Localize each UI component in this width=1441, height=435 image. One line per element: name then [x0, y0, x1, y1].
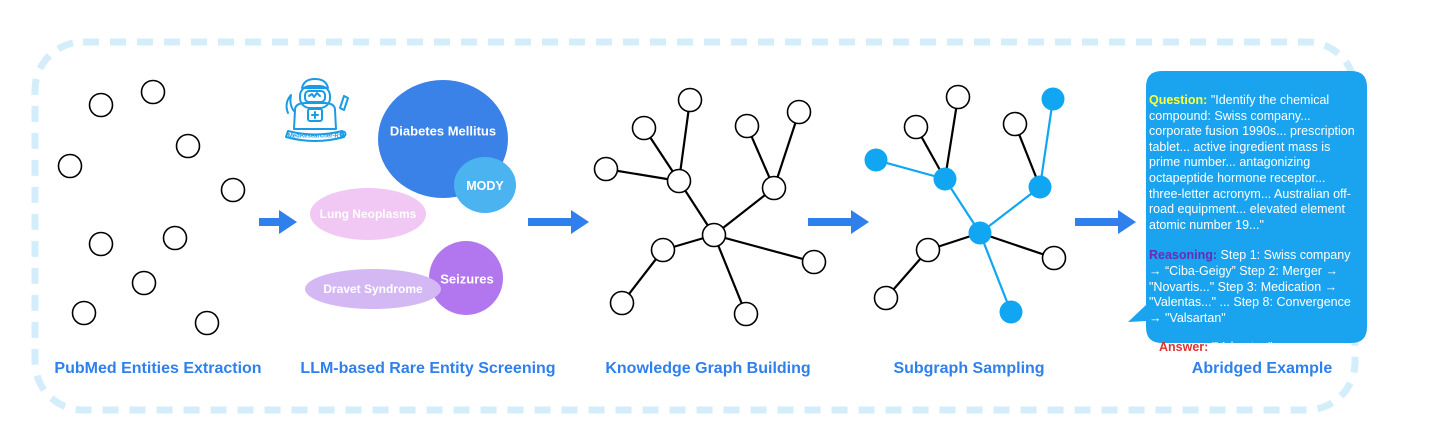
question-block: Question: "Identify the chemical compoun…	[1149, 93, 1359, 233]
graph-node	[801, 249, 827, 275]
entity-node	[175, 133, 201, 159]
entity-node	[88, 92, 114, 118]
arrow-icon	[1075, 210, 1136, 234]
subgraph-node	[903, 114, 929, 140]
answer-block: Answer: "Valsartan"	[1149, 340, 1359, 356]
arrow-icon	[259, 210, 297, 234]
sampled-node	[968, 221, 992, 245]
entity-node	[162, 225, 188, 251]
subgraph-node	[1041, 245, 1067, 271]
stage-label-screening: LLM-based Rare Entity Screening	[300, 360, 556, 377]
graph-node	[650, 237, 676, 263]
answer-text: "Valsartan"	[1208, 340, 1273, 355]
graph-node	[593, 156, 619, 182]
question-label: Question:	[1149, 93, 1208, 107]
subgraph-node	[945, 84, 971, 110]
question-text: "Identify the chemical compound: Swiss c…	[1149, 93, 1355, 232]
mody-label: MODY	[466, 179, 504, 193]
entity-node	[131, 270, 157, 296]
subgraph-node	[915, 237, 941, 263]
graph-node	[761, 175, 787, 201]
entity-node	[140, 79, 166, 105]
arrow-icon	[808, 210, 869, 234]
stage-label-subgraph: Subgraph Sampling	[893, 360, 1045, 377]
reasoning-block: Reasoning: Step 1: Swiss company → “Ciba…	[1149, 248, 1359, 326]
graph-node	[609, 290, 635, 316]
lung-label: Lung Neoplasms	[319, 207, 417, 221]
lung-ellipse	[310, 188, 426, 240]
sampled-node	[1028, 175, 1052, 199]
graph-node	[631, 115, 657, 141]
seizures-ellipse	[429, 241, 503, 315]
example-text: Question: "Identify the chemical compoun…	[1149, 93, 1359, 371]
sampled-node	[1041, 87, 1065, 111]
entity-node	[57, 153, 83, 179]
stage-label-example: Abridged Example	[1191, 360, 1333, 377]
entity-node	[220, 177, 246, 203]
entity-node	[71, 300, 97, 326]
seizures-label: Seizures	[440, 271, 494, 287]
graph-node	[666, 168, 692, 194]
entity-node	[194, 310, 220, 336]
logo-text: MedResearcher-R1	[288, 134, 343, 140]
mody-ellipse	[454, 157, 516, 213]
dravet-label: Dravet Syndrome	[323, 282, 423, 296]
graph-node	[786, 99, 812, 125]
entity-node	[88, 231, 114, 257]
arrow-icon	[528, 210, 589, 234]
sampled-node	[933, 167, 957, 191]
stage-label-graph-building: Knowledge Graph Building	[605, 360, 811, 377]
graph-node	[734, 113, 760, 139]
reasoning-text: Step 1: Swiss company → “Ciba-Geigy” Ste…	[1149, 248, 1351, 325]
subgraph-node	[1002, 111, 1028, 137]
diabetes-label: Diabetes Mellitus	[389, 123, 497, 139]
reasoning-label: Reasoning:	[1149, 248, 1218, 263]
stage-label-extraction: PubMed Entities Extraction	[54, 360, 262, 377]
graph-node	[701, 222, 727, 248]
answer-label: Answer:	[1159, 340, 1209, 355]
graph-node	[677, 87, 703, 113]
subgraph-node	[873, 285, 899, 311]
graph-node	[733, 301, 759, 327]
sampled-node	[864, 148, 888, 172]
sampled-node	[999, 300, 1023, 324]
dravet-ellipse	[305, 269, 441, 309]
medresearcher-logo-icon: MedResearcher-R1	[285, 78, 349, 142]
